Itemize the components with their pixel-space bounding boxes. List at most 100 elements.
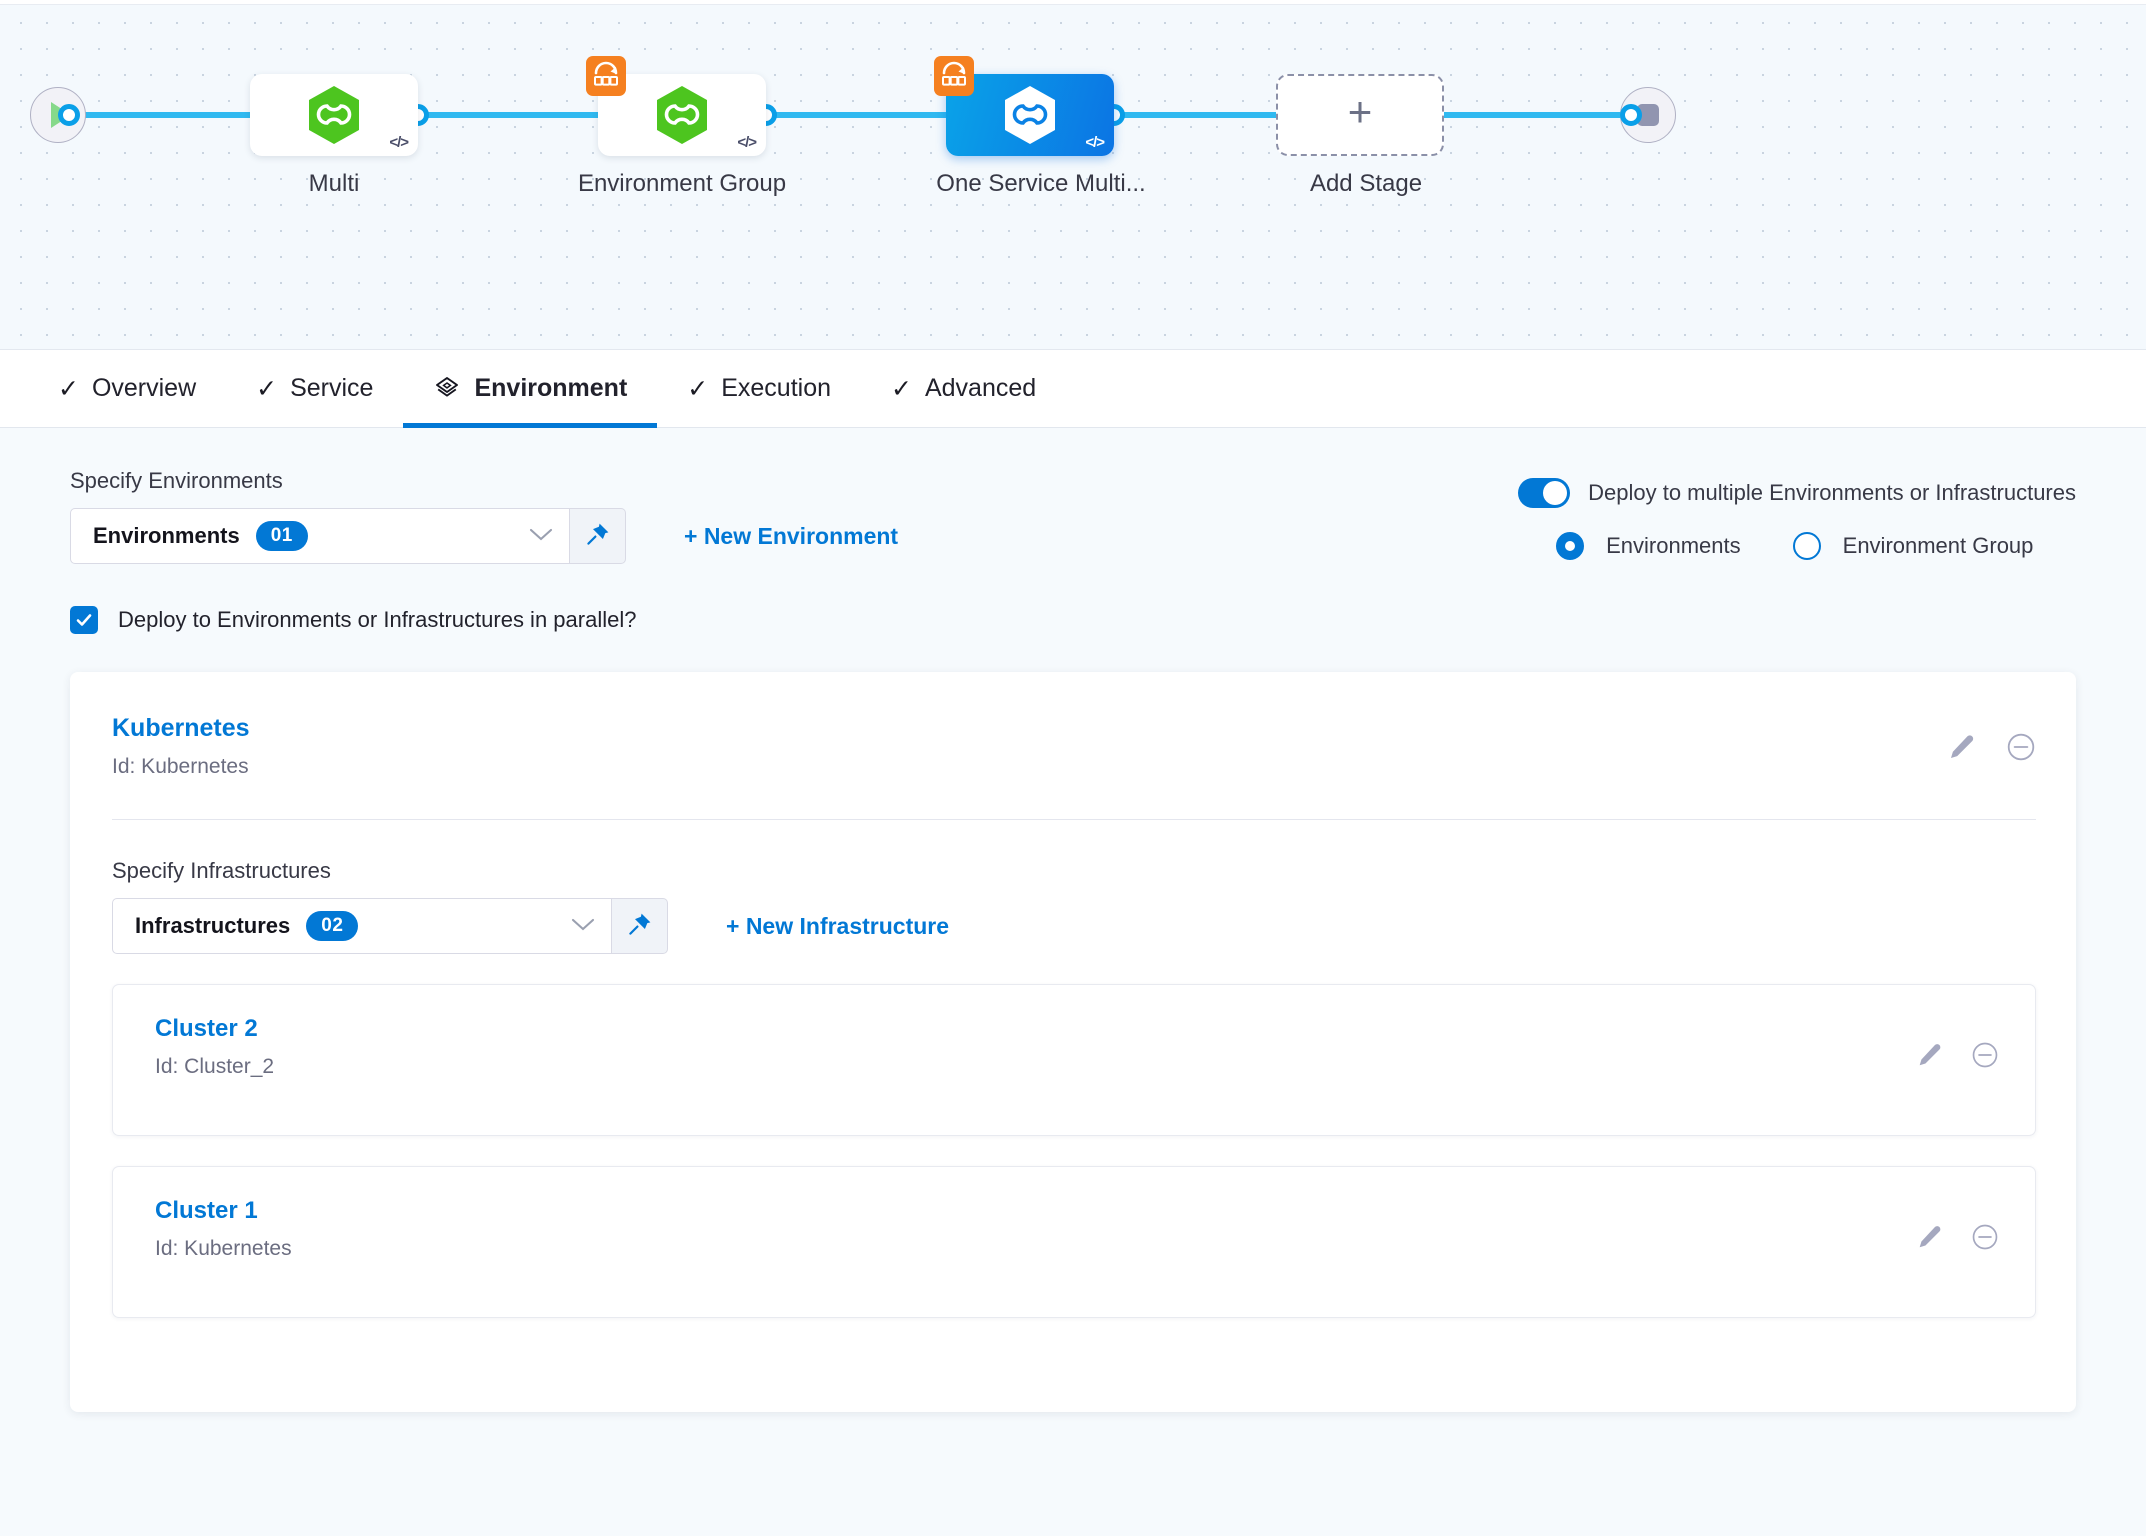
tab-execution[interactable]: ✓ Execution bbox=[657, 350, 861, 428]
edge-add-to-end bbox=[1434, 112, 1634, 118]
infrastructures-pin-button[interactable] bbox=[612, 898, 668, 954]
environments-select[interactable]: Environments 01 bbox=[70, 508, 570, 564]
minus-circle-icon[interactable] bbox=[1971, 1041, 1999, 1069]
infrastructure-identity: Cluster 2 Id: Cluster_2 bbox=[155, 1015, 274, 1079]
check-icon: ✓ bbox=[687, 374, 709, 403]
tab-label: Overview bbox=[91, 374, 197, 402]
new-environment-link[interactable]: + New Environment bbox=[684, 522, 899, 549]
radio-environments[interactable] bbox=[1556, 532, 1585, 560]
radio-environment-group-label: Environment Group bbox=[1842, 533, 2034, 558]
pencil-icon[interactable] bbox=[1946, 732, 1976, 762]
tab-label: Service bbox=[290, 374, 374, 402]
add-stage-button[interactable]: + bbox=[1276, 74, 1444, 156]
harness-hex-icon bbox=[309, 86, 359, 144]
environment-card-header: Kubernetes Id: Kubernetes bbox=[112, 714, 2036, 779]
stage-label-environment-group: Environment Group bbox=[577, 170, 787, 197]
infrastructure-name[interactable]: Cluster 2 bbox=[155, 1015, 258, 1042]
environment-card-divider bbox=[112, 819, 2036, 820]
port-start[interactable] bbox=[58, 104, 80, 126]
radio-environment-group[interactable] bbox=[1792, 532, 1821, 560]
deploy-multiple-label: Deploy to multiple Environments or Infra… bbox=[1588, 480, 2076, 505]
canvas-top-divider bbox=[0, 0, 2146, 5]
environments-pin-button[interactable] bbox=[570, 508, 626, 564]
environment-card: Kubernetes Id: Kubernetes Spe bbox=[70, 672, 2076, 1412]
harness-hex-icon bbox=[657, 86, 707, 144]
infrastructure-row-actions bbox=[1915, 1197, 1999, 1251]
infrastructure-row: Cluster 2 Id: Cluster_2 bbox=[112, 984, 2036, 1136]
infrastructures-select-value: Infrastructures bbox=[135, 913, 291, 938]
environment-id: Id: Kubernetes bbox=[112, 755, 249, 778]
edge-start-to-multi bbox=[72, 112, 262, 118]
harness-hex-icon bbox=[1005, 86, 1055, 144]
plus-icon: + bbox=[1347, 88, 1373, 135]
minus-circle-icon[interactable] bbox=[2006, 732, 2036, 762]
deploy-parallel-checkbox[interactable] bbox=[70, 606, 98, 634]
new-infrastructure-link[interactable]: + New Infrastructure bbox=[726, 912, 950, 939]
tab-label: Execution bbox=[721, 374, 832, 402]
stage-label-one-service-multi: One Service Multi... bbox=[936, 170, 1146, 197]
specify-environments-group: Specify Environments Environments 01 bbox=[70, 468, 898, 564]
port-end[interactable] bbox=[1620, 104, 1642, 126]
tab-label: Environment bbox=[474, 374, 628, 402]
chevron-down-icon bbox=[529, 525, 553, 548]
deploy-parallel-row[interactable]: Deploy to Environments or Infrastructure… bbox=[70, 606, 2076, 634]
specify-infrastructures-label: Specify Infrastructures bbox=[112, 858, 331, 883]
environments-count-badge: 01 bbox=[255, 521, 308, 551]
infrastructure-id: Id: Cluster_2 bbox=[155, 1055, 275, 1078]
deploy-options-group: Deploy to multiple Environments or Infra… bbox=[1518, 468, 2076, 564]
environment-panel: Specify Environments Environments 01 bbox=[0, 428, 2146, 1412]
tab-environment[interactable]: Environment bbox=[403, 350, 658, 428]
tab-advanced[interactable]: ✓ Advanced bbox=[861, 350, 1066, 428]
environments-select-wrap: Environments 01 + New Environment bbox=[70, 508, 898, 564]
pencil-icon[interactable] bbox=[1915, 1223, 1943, 1251]
stage-tabs: ✓ Overview ✓ Service Environment ✓ Execu… bbox=[0, 350, 2146, 428]
environments-select-value: Environments bbox=[93, 523, 240, 548]
check-icon: ✓ bbox=[58, 374, 79, 403]
tab-service[interactable]: ✓ Service bbox=[226, 350, 403, 428]
matrix-strategy-icon[interactable] bbox=[586, 56, 626, 96]
infrastructure-name[interactable]: Cluster 1 bbox=[155, 1197, 258, 1224]
infrastructure-row: Cluster 1 Id: Kubernetes bbox=[112, 1166, 2036, 1318]
environment-identity: Kubernetes Id: Kubernetes bbox=[112, 714, 250, 779]
deploy-scope-radio-group: Environments Environment Group bbox=[1518, 532, 2076, 560]
stage-node-multi[interactable]: </> bbox=[250, 74, 418, 156]
matrix-strategy-icon[interactable] bbox=[934, 56, 974, 96]
check-icon: ✓ bbox=[256, 374, 278, 403]
deploy-multiple-toggle[interactable] bbox=[1518, 478, 1571, 508]
check-icon: ✓ bbox=[891, 374, 912, 403]
add-stage-label: Add Stage bbox=[1309, 170, 1423, 197]
infrastructures-count-badge: 02 bbox=[306, 911, 359, 941]
tab-overview[interactable]: ✓ Overview bbox=[28, 350, 226, 428]
code-icon[interactable]: </> bbox=[737, 134, 757, 151]
layers-icon bbox=[433, 375, 461, 403]
infrastructure-identity: Cluster 1 Id: Kubernetes bbox=[155, 1197, 292, 1261]
edge-onesvc-to-add bbox=[1116, 112, 1276, 118]
stop-icon bbox=[1637, 104, 1659, 126]
chevron-down-icon bbox=[571, 915, 595, 938]
stage-node-environment-group[interactable]: </> bbox=[586, 56, 766, 156]
specify-environments-label: Specify Environments bbox=[70, 468, 283, 493]
code-icon[interactable]: </> bbox=[1085, 134, 1105, 151]
tab-label: Advanced bbox=[924, 374, 1037, 402]
pencil-icon[interactable] bbox=[1915, 1041, 1943, 1069]
pipeline-canvas[interactable]: </> Multi </> Environment Group bbox=[0, 0, 2146, 350]
environment-controls-row: Specify Environments Environments 01 bbox=[70, 428, 2076, 564]
infrastructures-select[interactable]: Infrastructures 02 bbox=[112, 898, 612, 954]
stage-label-multi: Multi bbox=[308, 170, 360, 197]
environment-name[interactable]: Kubernetes bbox=[112, 714, 250, 742]
stage-node-one-service-multi[interactable]: </> bbox=[934, 56, 1114, 156]
infrastructure-row-actions bbox=[1915, 1015, 1999, 1069]
infrastructure-id: Id: Kubernetes bbox=[155, 1237, 292, 1260]
infrastructures-block: Specify Infrastructures Infrastructures … bbox=[112, 820, 2036, 1318]
deploy-parallel-label: Deploy to Environments or Infrastructure… bbox=[118, 607, 637, 632]
minus-circle-icon[interactable] bbox=[1971, 1223, 1999, 1251]
edge-multi-to-envgrp bbox=[420, 112, 610, 118]
code-icon[interactable]: </> bbox=[389, 134, 409, 151]
pin-icon bbox=[627, 911, 653, 942]
deploy-multiple-toggle-row[interactable]: Deploy to multiple Environments or Infra… bbox=[1518, 478, 2076, 508]
environment-card-actions bbox=[1946, 714, 2036, 762]
edge-envgrp-to-onesvc bbox=[768, 112, 958, 118]
radio-environments-label: Environments bbox=[1606, 533, 1741, 558]
pin-icon bbox=[585, 521, 611, 552]
infrastructures-select-wrap: Infrastructures 02 + New Infrastructure bbox=[112, 898, 2036, 954]
